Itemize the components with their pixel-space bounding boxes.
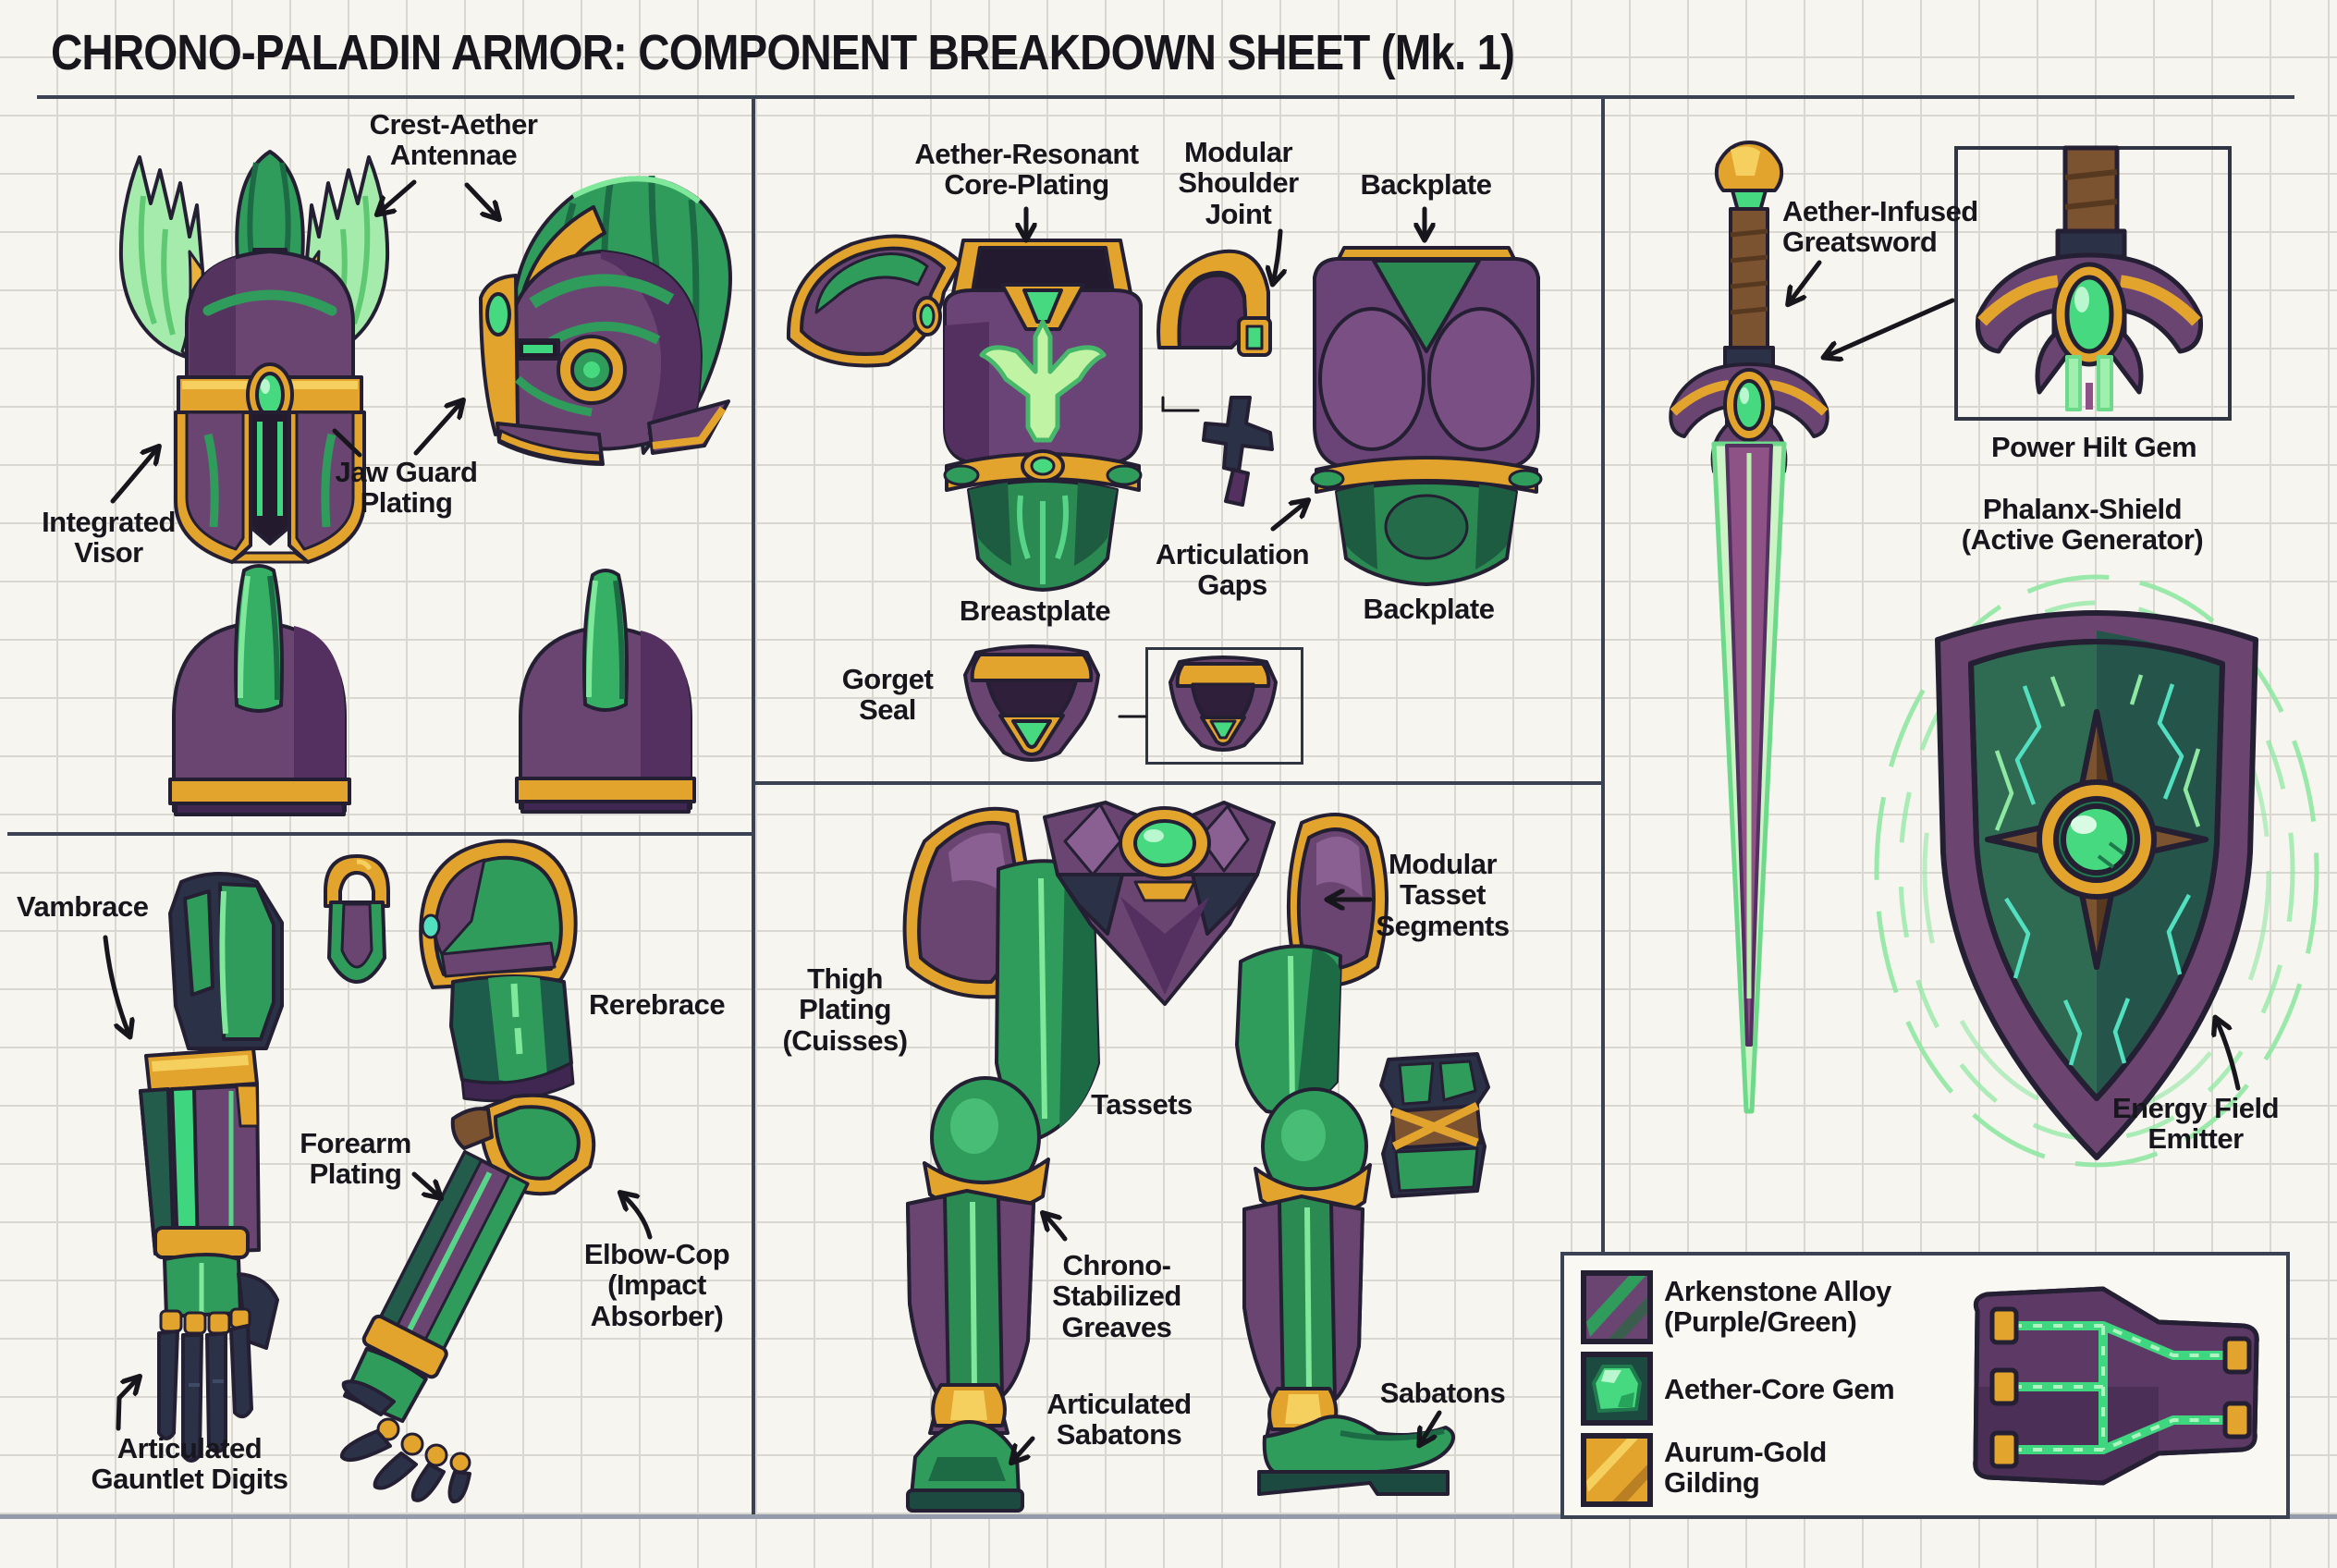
helmet-front-art [118, 150, 390, 564]
label-phalanx-shield: Phalanx-Shield (Active Generator) [1961, 493, 2204, 557]
arrow-icon-greaves [1044, 1214, 1068, 1242]
label-power-hilt: Power Hilt Gem [1990, 431, 2197, 463]
legend-label-gold: Aurum-Gold Gilding [1664, 1436, 1827, 1500]
arrow-icon-crest-right [464, 182, 498, 218]
label-vambrace: Vambrace [17, 890, 149, 923]
label-core-plating: Aether-Resonant Core-Plating [914, 138, 1139, 202]
arrow-icon-vambrace [103, 935, 129, 1035]
label-integrated-visor: Integrated Visor [42, 506, 176, 570]
page-title: CHRONO-PALADIN ARMOR: COMPONENT BREAKDOW… [51, 25, 1515, 80]
label-tassets: Tassets [1091, 1088, 1193, 1121]
greatsword-art [1669, 141, 1829, 1114]
helmet-back-right-art [515, 569, 696, 814]
legend-swatch-gold [1581, 1433, 1653, 1507]
arrow-icon-art-sabatons [1012, 1436, 1035, 1462]
pauldron-left-art [786, 234, 962, 368]
label-rerebrace: Rerebrace [589, 988, 726, 1021]
helmet-side-art [479, 175, 732, 466]
label-backplate-top: Backplate [1360, 168, 1492, 201]
label-thigh-plating: Thigh Plating (Cuisses) [782, 962, 908, 1057]
legend-label-alloy: Arkenstone Alloy (Purple/Green) [1664, 1275, 1891, 1339]
arrow-icon-hilt-inset [1825, 298, 1955, 357]
divider-vertical-left [752, 95, 755, 1516]
gorget-seal-art [1168, 655, 1278, 752]
gorget-front-art [963, 644, 1100, 762]
label-gorget-seal: Gorget Seal [841, 663, 934, 727]
divider-torso-legs [755, 781, 1601, 785]
leader-jaw-left [332, 428, 362, 458]
left-arm-art [139, 872, 284, 1463]
label-elbow-cop: Elbow-Cop (Impact Absorber) [583, 1238, 730, 1332]
label-crest-aether: Crest-Aether Antennae [369, 108, 538, 172]
label-sabatons: Sabatons [1379, 1377, 1506, 1409]
arrow-icon-gauntlet [116, 1378, 139, 1431]
divider-bottom [0, 1514, 2337, 1519]
divider-helmet-arms [7, 832, 752, 836]
arrow-icon-visor [110, 447, 158, 504]
label-gauntlet-digits: Articulated Gauntlet Digits [91, 1432, 288, 1496]
label-energy-field: Energy Field Emitter [2111, 1092, 2280, 1156]
right-arm-art [339, 839, 596, 1504]
label-greatsword: Aether-Infused Greatsword [1782, 195, 1978, 259]
legend-circuit-plate-art [1973, 1286, 2259, 1486]
articulation-connector-art [1202, 396, 1274, 507]
backplate-art [1310, 246, 1543, 586]
arrow-icon-forearm [411, 1171, 440, 1197]
arrow-icon-articulation [1270, 501, 1307, 532]
legend-label-gem: Aether-Core Gem [1664, 1373, 1895, 1405]
leader-articulation-bracket [1161, 396, 1200, 412]
shoulder-joint-art [1156, 249, 1272, 357]
label-tasset-segments: Modular Tasset Segments [1376, 848, 1510, 942]
label-backplate-bottom: Backplate [1363, 593, 1495, 625]
arrow-icon-crest-left [378, 179, 417, 214]
shoulder-cap-small-art [324, 854, 390, 984]
label-articulated-sabatons: Articulated Sabatons [1046, 1388, 1192, 1452]
label-forearm-plating: Forearm Plating [300, 1127, 411, 1191]
power-hilt-inset-art [1975, 145, 2204, 411]
label-articulation-gaps: Articulation Gaps [1155, 538, 1310, 602]
label-breastplate: Breastplate [959, 594, 1111, 627]
label-greaves: Chrono-Stabilized Greaves [1052, 1249, 1181, 1343]
arrow-icon-shoulder-joint [1273, 228, 1280, 283]
label-jaw-guard: Jaw Guard Plating [335, 456, 479, 520]
divider-top [37, 95, 2294, 99]
breastplate-art [943, 239, 1143, 592]
helmet-back-left-art [168, 564, 351, 816]
legs-art [902, 801, 1490, 1513]
arrow-icon-elbow-cop [621, 1194, 653, 1240]
arrow-icon-jaw-right [413, 401, 462, 456]
phalanx-shield-art [1874, 574, 2319, 1168]
gorget-inset-box [1145, 647, 1303, 765]
arrow-icon-energy-field [2216, 1019, 2241, 1091]
label-shoulder-joint: Modular Shoulder Joint [1178, 136, 1299, 230]
arrow-icon-sabatons [1420, 1410, 1442, 1444]
arrow-icon-greatsword [1789, 260, 1822, 303]
divider-vertical-right [1601, 95, 1605, 1254]
legend-swatch-alloy [1581, 1270, 1653, 1344]
legend-swatch-gem [1581, 1352, 1653, 1426]
